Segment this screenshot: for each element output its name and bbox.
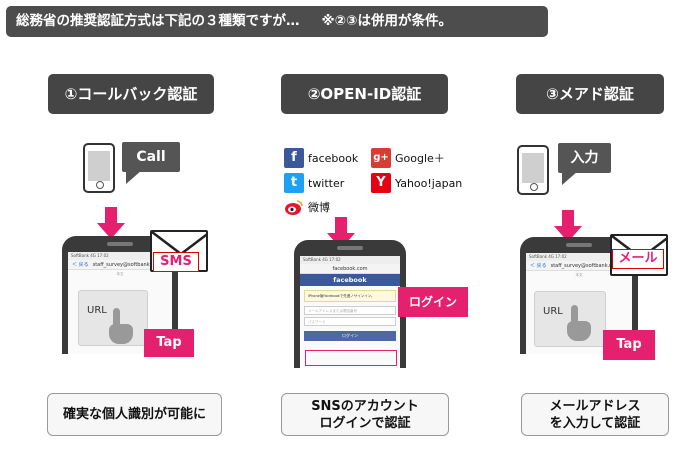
phone-mockup-facebook: SoftBank 4G 17:02 facebook.com facebook …	[294, 240, 406, 368]
password-field[interactable]: パスワード	[304, 317, 396, 326]
desc-mail: メールアドレス を入力して認証	[521, 393, 669, 436]
tap-hand-icon	[108, 308, 134, 344]
input-bubble: 入力	[558, 143, 611, 185]
title-note: ※②③は併用が条件。	[321, 13, 453, 29]
desc-callback: 確実な個人識別が可能に	[47, 393, 222, 436]
header-mail-auth: ③メアド認証	[516, 74, 664, 114]
sns-label: facebook	[308, 151, 359, 165]
smartphone-icon	[517, 145, 549, 195]
status-bar: SoftBank 4G 17:02	[68, 252, 172, 260]
url-label: URL	[543, 306, 563, 317]
google-plus-icon: g+	[371, 148, 391, 168]
login-tag: ログイン	[398, 287, 468, 317]
facebook-login-button[interactable]: ログイン	[304, 331, 396, 341]
mail-body-label: 本文	[116, 272, 124, 276]
header-callback-auth: ①コールバック認証	[48, 74, 214, 114]
sns-google-plus: g+ Google＋	[371, 147, 445, 169]
sns-yahoo-japan: Y Yahoo!japan	[371, 172, 462, 194]
title-text: 総務省の推奨認証方式は下記の３種類ですが…	[16, 13, 300, 29]
sms-tag: SMS	[153, 252, 199, 272]
email-field[interactable]: メールアドレスまたは電話番号	[304, 306, 396, 315]
facebook-icon: f	[284, 148, 304, 168]
desc-line: 確実な個人識別が可能に	[62, 407, 206, 422]
facebook-note: iPhone版Facebookで先進ノサインイン。	[304, 290, 396, 302]
desc-line: ログインで認証	[319, 415, 411, 431]
smartphone-icon	[83, 143, 115, 193]
sns-label: Google＋	[395, 152, 445, 165]
status-bar: SoftBank 4G 17:02	[300, 256, 400, 264]
mail-body-label: 本文	[575, 273, 583, 277]
back-link[interactable]: ＜ 戻る	[72, 262, 89, 268]
status-bar: SoftBank 4G 17:02	[526, 253, 632, 261]
login-button-highlight	[305, 350, 397, 366]
sns-label: twitter	[308, 176, 345, 190]
desc-line: を入力して認証	[549, 415, 641, 431]
desc-line: メールアドレス	[549, 398, 641, 414]
sns-facebook: f facebook	[284, 147, 358, 169]
header-openid-auth: ②OPEN-ID認証	[281, 74, 448, 114]
mail-address: staff_survey@softbank.ne.jp	[550, 263, 622, 269]
browser-address: facebook.com	[300, 264, 400, 274]
tap-tag: Tap	[144, 329, 194, 357]
mail-address: staff_survey@softbank.ne.jp	[92, 262, 164, 268]
weibo-icon	[284, 197, 304, 217]
sns-twitter: t twitter	[284, 172, 344, 194]
facebook-title: facebook	[300, 274, 400, 286]
tap-hand-icon	[566, 305, 592, 341]
url-label: URL	[87, 305, 107, 316]
desc-openid: SNSのアカウント ログインで認証	[281, 393, 449, 436]
yahoo-japan-icon: Y	[371, 173, 391, 193]
call-bubble: Call	[122, 142, 180, 184]
back-link[interactable]: ＜ 戻る	[530, 263, 547, 269]
twitter-icon: t	[284, 173, 304, 193]
sns-weibo: 微博	[284, 196, 330, 218]
tap-tag: Tap	[603, 330, 655, 360]
desc-line: SNSのアカウント	[311, 398, 419, 414]
title-bar: 総務省の推奨認証方式は下記の３種類ですが… ※②③は併用が条件。	[6, 6, 548, 37]
mail-tag: メール	[612, 249, 664, 269]
down-arrow-icon	[97, 207, 125, 241]
sns-label: Yahoo!japan	[395, 176, 463, 190]
sns-label: 微博	[308, 201, 330, 214]
